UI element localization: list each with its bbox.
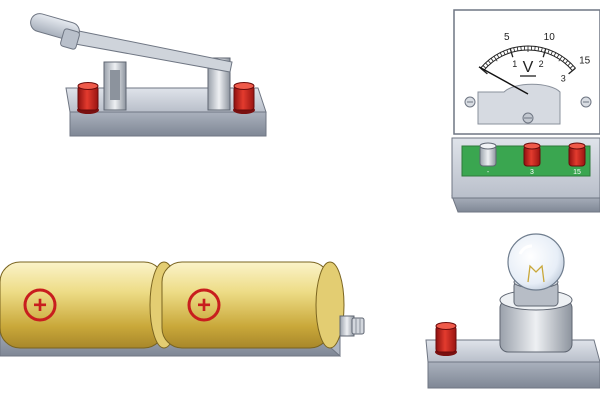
lower-scale-label: 1	[512, 59, 517, 69]
battery-end-terminal	[340, 316, 364, 336]
bulb-terminal	[435, 323, 457, 357]
battery-holder: + +	[0, 262, 364, 356]
switch-blade	[64, 28, 232, 72]
knife-switch	[28, 11, 266, 136]
voltmeter-terminal-3	[524, 143, 540, 166]
voltmeter-terminal-negative	[480, 143, 496, 166]
switch-handle	[28, 11, 81, 49]
switch-terminal-left	[77, 83, 99, 115]
terminal-label-3: 3	[530, 169, 534, 176]
light-bulb-holder	[426, 234, 600, 388]
upper-scale-label: 5	[504, 32, 510, 43]
voltmeter: 5 10 15 1 2 3 V - 3 15	[452, 10, 600, 212]
bulb-glass	[508, 234, 564, 290]
lower-scale-label: 3	[561, 73, 566, 83]
battery-cell-2: +	[162, 262, 344, 348]
voltmeter-terminal-15	[569, 143, 585, 166]
upper-scale-label: 10	[544, 32, 556, 43]
upper-scale-label: 15	[579, 55, 591, 66]
battery-cell-1: +	[0, 262, 178, 348]
switch-terminal-right	[233, 83, 255, 115]
voltmeter-unit-symbol: V	[523, 59, 534, 76]
cell-2-plus-symbol: +	[197, 292, 211, 319]
terminal-label-15: 15	[573, 169, 581, 176]
switch-hinge-post	[104, 62, 126, 110]
voltmeter-terminal-panel: - 3 15	[462, 143, 590, 176]
cell-1-plus-symbol: +	[33, 292, 47, 319]
lower-scale-label: 2	[539, 59, 544, 69]
